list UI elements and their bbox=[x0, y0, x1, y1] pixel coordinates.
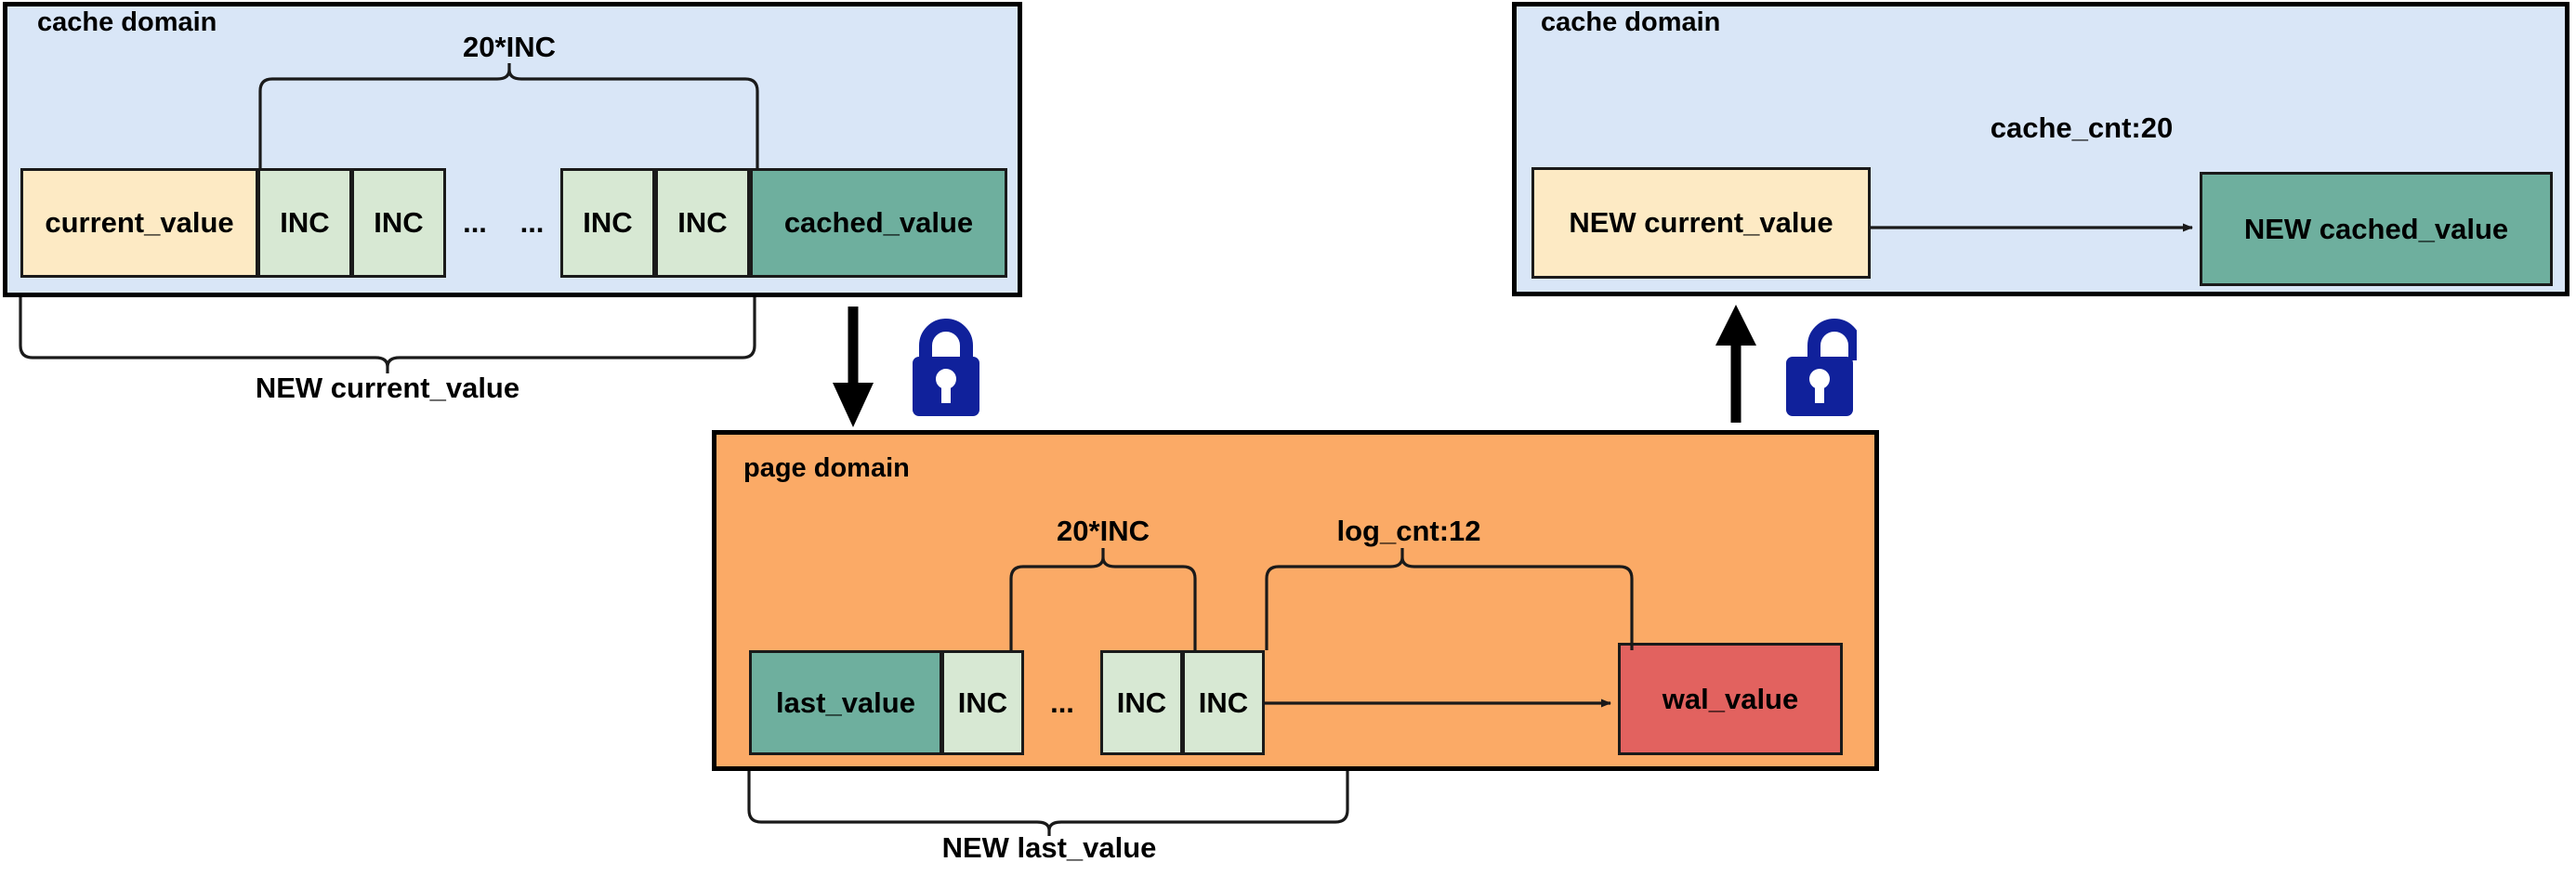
cell-inc-3: INC bbox=[560, 168, 655, 278]
new-last-value-label: NEW last_value bbox=[941, 831, 1157, 864]
cell-new-cached-value: NEW cached_value bbox=[2200, 172, 2553, 286]
cell-cached-value: cached_value bbox=[750, 168, 1007, 278]
cell-page-ellipsis: ... bbox=[1050, 686, 1074, 719]
cell-ellipsis-1: ... bbox=[463, 206, 487, 239]
right-cache-domain-title: cache domain bbox=[1541, 7, 1721, 37]
cell-page-inc-3: INC bbox=[1182, 650, 1265, 755]
brace-new-current-value bbox=[19, 297, 756, 373]
cell-inc-4: INC bbox=[655, 168, 750, 278]
lock-open-icon bbox=[1782, 312, 1861, 422]
page-domain-title: page domain bbox=[743, 453, 910, 483]
cell-wal-value: wal_value bbox=[1618, 643, 1843, 755]
log-cnt-label: log_cnt:12 bbox=[1336, 515, 1481, 547]
cell-inc-1: INC bbox=[257, 168, 352, 278]
cell-current-value: current_value bbox=[20, 168, 258, 278]
cell-page-inc-1: INC bbox=[941, 650, 1024, 755]
cell-new-current-value: NEW current_value bbox=[1531, 167, 1871, 279]
brace-new-last-value bbox=[747, 771, 1349, 836]
up-arrow-page-to-cache bbox=[1715, 305, 1756, 423]
cell-ellipsis-2: ... bbox=[519, 206, 545, 239]
left-cache-domain-title: cache domain bbox=[37, 7, 217, 37]
cell-last-value: last_value bbox=[749, 650, 942, 755]
left-20inc-label: 20*INC bbox=[463, 31, 556, 63]
lock-closed-icon bbox=[909, 312, 983, 422]
new-current-value-label: NEW current_value bbox=[255, 372, 520, 404]
page-20inc-label: 20*INC bbox=[1057, 515, 1150, 547]
cell-inc-2: INC bbox=[351, 168, 446, 278]
down-arrow-cache-to-page bbox=[833, 307, 874, 427]
cache-cnt-label: cache_cnt:20 bbox=[1990, 111, 2174, 144]
cell-page-inc-2: INC bbox=[1100, 650, 1183, 755]
